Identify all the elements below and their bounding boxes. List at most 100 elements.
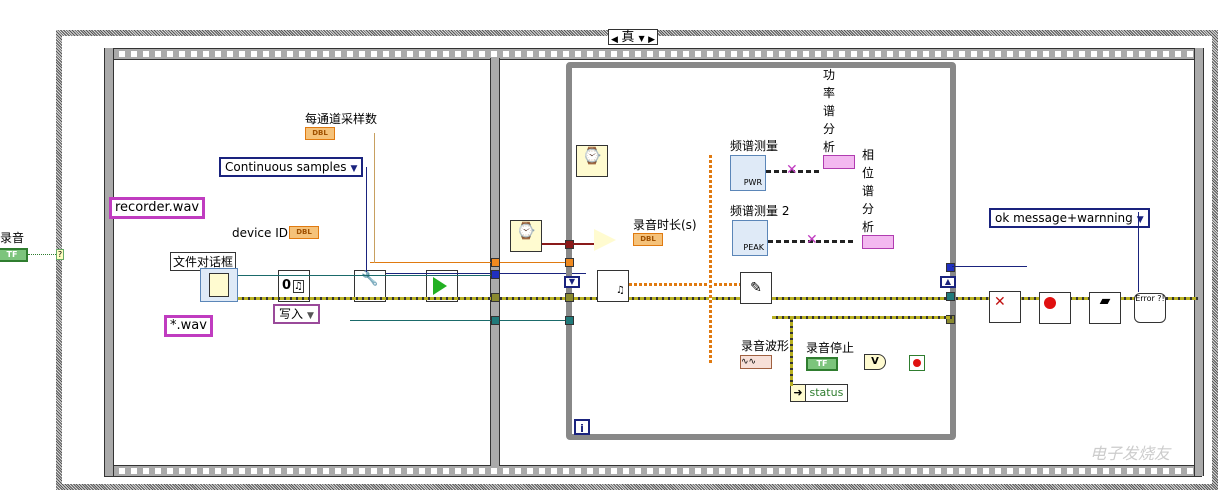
spectral-measurements-pwr[interactable]: PWR <box>730 155 766 191</box>
chevron-down-icon: ▼ <box>307 311 314 321</box>
tunnel <box>565 293 574 302</box>
open-mode-value: 写入 <box>279 307 304 321</box>
broken-wire-pwr <box>766 170 822 173</box>
device-id-control[interactable]: DBL <box>289 226 319 239</box>
device-id-label: device ID <box>232 226 289 240</box>
subtract-function[interactable] <box>594 229 616 251</box>
label-char: 分 <box>861 202 874 216</box>
watermark-logo: 电子发烧友 <box>1090 444 1171 463</box>
label-char: 析 <box>822 140 835 154</box>
error-wire-loop <box>772 316 952 319</box>
broken-wire-peak <box>768 240 856 243</box>
play-icon <box>433 277 447 295</box>
phase-spectrum-label: 相 位 谱 分 析 <box>861 146 875 236</box>
stop-sound-input-vi[interactable] <box>1039 292 1071 324</box>
stop-control[interactable]: TF <box>806 357 838 371</box>
duration-label: 录音时长(s) <box>633 218 697 232</box>
pencil-icon: ✎ <box>750 280 762 296</box>
coercion-x-icon: ✕ <box>806 232 818 248</box>
error-to-status-wire <box>790 316 793 386</box>
tunnel <box>946 263 955 272</box>
iteration-terminal: i <box>574 419 590 435</box>
boolean-wire <box>28 254 58 255</box>
sequence-top-film <box>104 48 1202 60</box>
tunnel <box>491 270 500 279</box>
default-path-constant[interactable]: recorder.wav <box>109 197 206 219</box>
label-char: 分 <box>822 122 835 136</box>
label-char: 位 <box>861 166 874 180</box>
chevron-down-icon: ▼ <box>350 164 358 174</box>
samples-wire <box>374 133 375 263</box>
sequence-bottom-film <box>104 465 1202 477</box>
case-selector[interactable]: ◀ 真 ▼ ▶ <box>608 29 658 45</box>
spectral-measurements-peak[interactable]: PEAK <box>732 220 768 256</box>
task-wire <box>386 273 586 274</box>
label-char: 相 <box>861 148 874 162</box>
or-function[interactable]: V <box>864 354 886 370</box>
increment-arrow-icon[interactable]: ▶ <box>648 35 655 45</box>
tunnel <box>491 293 500 302</box>
coercion-x-icon: ✕ <box>786 162 798 178</box>
file-dialog-vi[interactable] <box>200 268 238 302</box>
loop-condition-terminal <box>909 355 925 371</box>
tunnel <box>946 292 955 301</box>
waveform-wire <box>629 283 741 286</box>
power-spectrum-label: 功 率 谱 分 析 <box>822 66 836 156</box>
refnum-wire <box>238 275 498 276</box>
stop-sign-icon <box>913 359 921 367</box>
error-wire <box>238 297 1198 300</box>
pwr-icon-text: PWR <box>743 178 762 187</box>
arrow-icon: ➜ <box>791 385 806 401</box>
time-wire <box>542 243 594 245</box>
tunnel <box>491 316 500 325</box>
peak-icon-text: PEAK <box>743 243 764 252</box>
close-x-icon: ✕ <box>994 294 1006 310</box>
case-selector-terminal: ? <box>56 249 64 260</box>
error-dialog-type-enum[interactable]: ok message+warnning▼ <box>989 208 1150 228</box>
mode-wire <box>366 167 367 272</box>
tick-count-vi-1[interactable]: ⌚ <box>510 220 542 252</box>
sample-mode-enum[interactable]: Continuous samples▼ <box>219 157 364 177</box>
refnum-wire-2 <box>350 320 570 321</box>
stop-label: 录音停止 <box>806 341 855 355</box>
record-control[interactable]: TF <box>0 248 28 262</box>
frame2-right-edge <box>1194 48 1204 476</box>
label-char: 谱 <box>861 184 874 198</box>
pattern-constant[interactable]: *.wav <box>164 315 213 337</box>
shift-register-left: ▼ <box>564 276 580 288</box>
samples-per-channel-control[interactable]: DBL <box>305 127 335 140</box>
clear-sound-input-vi[interactable]: ▰ <box>1089 292 1121 324</box>
unbundle-status: ➜ status <box>790 384 848 402</box>
decrement-arrow-icon[interactable]: ◀ <box>611 35 618 45</box>
open-mode-enum[interactable]: 写入▼ <box>273 304 320 324</box>
document-icon <box>209 273 229 297</box>
label-char: 率 <box>822 86 835 100</box>
tick-count-vi-2[interactable]: ⌚ <box>576 145 608 177</box>
chevron-down-icon[interactable]: ▼ <box>638 34 645 43</box>
waveform-branch-wire <box>709 155 712 365</box>
sound-file-icon: ♫ <box>616 285 625 296</box>
stop-record-icon <box>1044 297 1056 309</box>
sound-file-icon: ♫ <box>293 280 305 293</box>
duration-indicator: DBL <box>633 233 663 246</box>
error-type-wire <box>1138 212 1139 292</box>
label-char: 析 <box>861 220 874 234</box>
tunnel <box>491 258 500 267</box>
write-sound-file-vi[interactable]: ✎ <box>740 272 772 304</box>
task-wire-out <box>952 266 1027 267</box>
while-loop <box>566 62 956 440</box>
record-label: 录音 <box>0 231 25 245</box>
eraser-icon: ▰ <box>1099 293 1111 309</box>
spectrum1-label: 频谱测量 <box>730 139 779 153</box>
sample-mode-value: Continuous samples <box>225 160 347 174</box>
simple-error-handler-vi[interactable]: Error ?! <box>1134 293 1166 323</box>
close-sound-file-vi[interactable]: ✕ <box>989 291 1021 323</box>
read-sound-input-vi[interactable]: ♫ <box>597 270 629 302</box>
frame1-left-edge <box>104 48 114 476</box>
error-dialog-type-value: ok message+warnning <box>995 211 1133 225</box>
samples-per-channel-label: 每通道采样数 <box>305 112 378 126</box>
chevron-down-icon: ▼ <box>1136 215 1144 225</box>
case-selector-value: 真 <box>621 30 635 45</box>
numeric-wire <box>370 262 570 263</box>
phase-spectrum-indicator <box>862 235 894 249</box>
